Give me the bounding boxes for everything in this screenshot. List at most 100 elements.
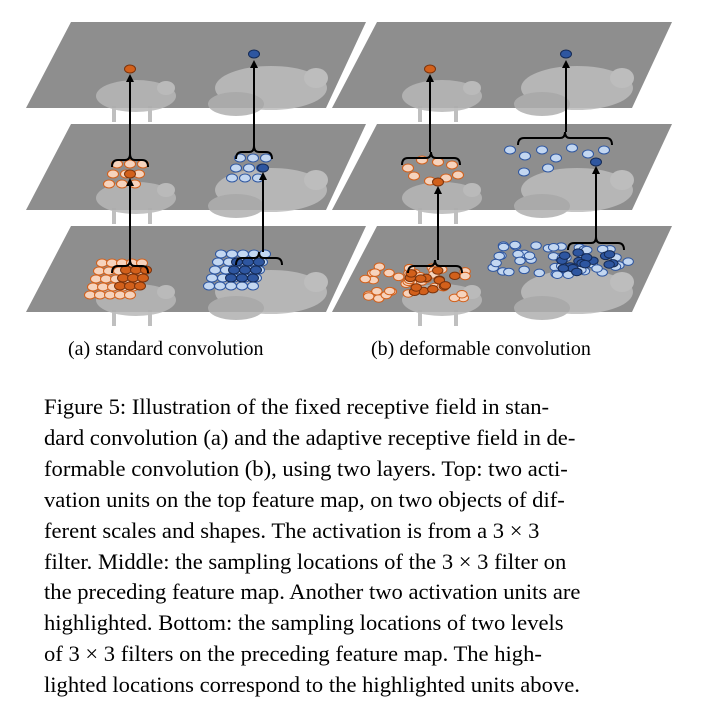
sampling-location: [550, 153, 562, 163]
sampling-location: [215, 249, 227, 259]
sampling-location: [566, 143, 578, 153]
sampling-location: [203, 281, 215, 291]
sampling-location: [260, 153, 272, 163]
sampling-location: [124, 169, 136, 179]
sampling-location: [598, 145, 610, 155]
feature-map-a-bottom: [26, 226, 366, 326]
sampling-location: [252, 173, 264, 183]
sampling-location: [439, 281, 452, 290]
sampling-location: [247, 273, 259, 283]
sampling-location: [571, 267, 583, 277]
sampling-location: [536, 145, 548, 155]
brace: [407, 259, 463, 274]
sampling-location: [116, 179, 128, 189]
sampling-location: [603, 250, 616, 259]
sampling-location: [124, 281, 136, 291]
sampling-location: [369, 268, 381, 277]
sampling-location: [243, 163, 255, 173]
sampling-location: [523, 251, 536, 261]
sampling-location: [93, 266, 105, 276]
sampling-location: [509, 240, 521, 250]
sampling-location: [225, 281, 237, 291]
sampling-location: [103, 179, 115, 189]
sampling-location: [97, 282, 109, 292]
feature-map-a-middle: [26, 124, 366, 224]
sampling-location: [90, 274, 102, 284]
caption-line: highlighted. Bottom: the sampling locati…: [44, 610, 564, 636]
sampling-location: [236, 273, 248, 283]
sampling-location: [237, 249, 249, 259]
sampling-location: [497, 242, 510, 252]
sampling-location: [253, 257, 265, 267]
sampling-location: [104, 290, 116, 300]
sampling-location: [408, 171, 420, 181]
sampling-location: [493, 251, 505, 261]
caption-line: the preceding feature map. Another two a…: [44, 579, 581, 605]
caption-line: ferent scales and shapes. The activation…: [44, 517, 540, 543]
sampling-location: [124, 159, 136, 169]
sampling-location: [432, 157, 444, 167]
sampling-location: [459, 271, 471, 281]
caption-line: Figure 5: Illustration of the fixed rece…: [44, 394, 550, 419]
feature-map-a-top: [26, 22, 366, 122]
sampling-location: [452, 170, 464, 180]
sampling-location: [383, 268, 395, 278]
sampling-location: [424, 64, 436, 74]
sampling-location: [230, 163, 242, 173]
sampling-location: [209, 265, 221, 275]
sampling-location: [427, 284, 439, 294]
sampling-location: [456, 290, 468, 299]
sampling-location: [107, 169, 119, 179]
sampling-location: [84, 290, 96, 300]
feature-map-b-top: [332, 22, 672, 122]
sampling-location: [363, 292, 375, 301]
sampling-location: [250, 265, 262, 275]
figure-illustration: [26, 22, 672, 326]
sampling-location: [410, 283, 422, 292]
sampling-location: [542, 163, 554, 173]
sampling-location: [560, 49, 572, 59]
sampling-location: [519, 151, 531, 161]
subcaption-deformable-convolution: (b) deformable convolution: [371, 338, 591, 360]
receptive-field-arrows: [111, 60, 625, 274]
sampling-location: [120, 265, 132, 275]
sampling-location: [239, 173, 251, 183]
feature-map-b-bottom: [332, 226, 672, 326]
sampling-location: [603, 260, 615, 269]
brace: [235, 251, 283, 266]
sampling-location: [557, 264, 570, 273]
sampling-location: [124, 64, 136, 74]
caption-line: vation units on the top feature map, on …: [44, 486, 565, 512]
sampling-location: [504, 145, 516, 155]
sampling-location: [558, 251, 571, 260]
caption-line: of 3 × 3 filters on the preceding featur…: [44, 641, 542, 667]
caption-line: formable convolution (b), using two laye…: [44, 455, 568, 481]
sampling-location: [518, 167, 530, 177]
sampling-location: [512, 249, 524, 259]
sampling-location: [130, 265, 142, 275]
sampling-location: [225, 273, 237, 283]
sampling-location: [551, 270, 564, 279]
sampling-location: [228, 265, 240, 275]
sampling-location: [547, 243, 560, 252]
sampling-location: [114, 290, 126, 300]
subcaption-standard-convolution: (a) standard convolution: [68, 338, 264, 360]
sampling-location: [432, 266, 444, 275]
sampling-location: [371, 287, 383, 296]
sampling-location: [129, 179, 141, 189]
sampling-location: [490, 258, 502, 268]
sampling-location: [359, 274, 371, 284]
sampling-location: [514, 256, 526, 266]
caption-line: dard convolution (a) and the adaptive re…: [44, 424, 576, 450]
sampling-location: [87, 282, 99, 292]
sampling-location: [137, 273, 149, 283]
sampling-location: [117, 273, 129, 283]
sampling-location: [446, 160, 458, 170]
sampling-location: [236, 281, 248, 291]
sampling-location: [114, 281, 126, 291]
sampling-location: [415, 274, 427, 283]
sampling-location: [134, 281, 146, 291]
sampling-location: [248, 49, 260, 59]
sampling-location: [100, 274, 112, 284]
sampling-location: [226, 249, 238, 259]
